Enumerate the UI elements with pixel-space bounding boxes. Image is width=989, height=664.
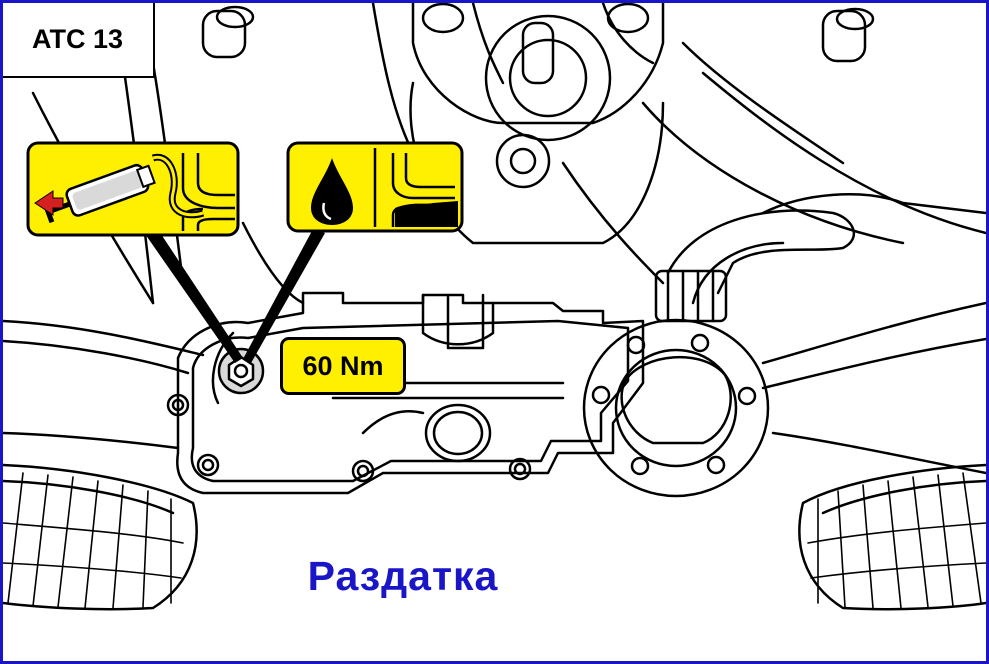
oil-extractor-pump-icon bbox=[26, 141, 240, 237]
oil-drop-fill-level-icon bbox=[286, 141, 464, 233]
upper-mount-brackets bbox=[201, 3, 875, 245]
output-flange bbox=[582, 318, 770, 498]
diagram-caption: Раздатка bbox=[307, 553, 499, 599]
housing-bolts bbox=[166, 393, 532, 483]
subframe-lines bbox=[3, 3, 986, 475]
left-tire bbox=[3, 463, 198, 611]
transfer-case-line-art bbox=[3, 3, 986, 611]
right-tire bbox=[798, 463, 986, 611]
callout-pointers bbox=[143, 225, 325, 363]
suspension-arm bbox=[654, 193, 986, 323]
reference-code-label: ATC 13 bbox=[3, 3, 155, 78]
torque-spec-callout: 60 Nm bbox=[280, 337, 406, 395]
